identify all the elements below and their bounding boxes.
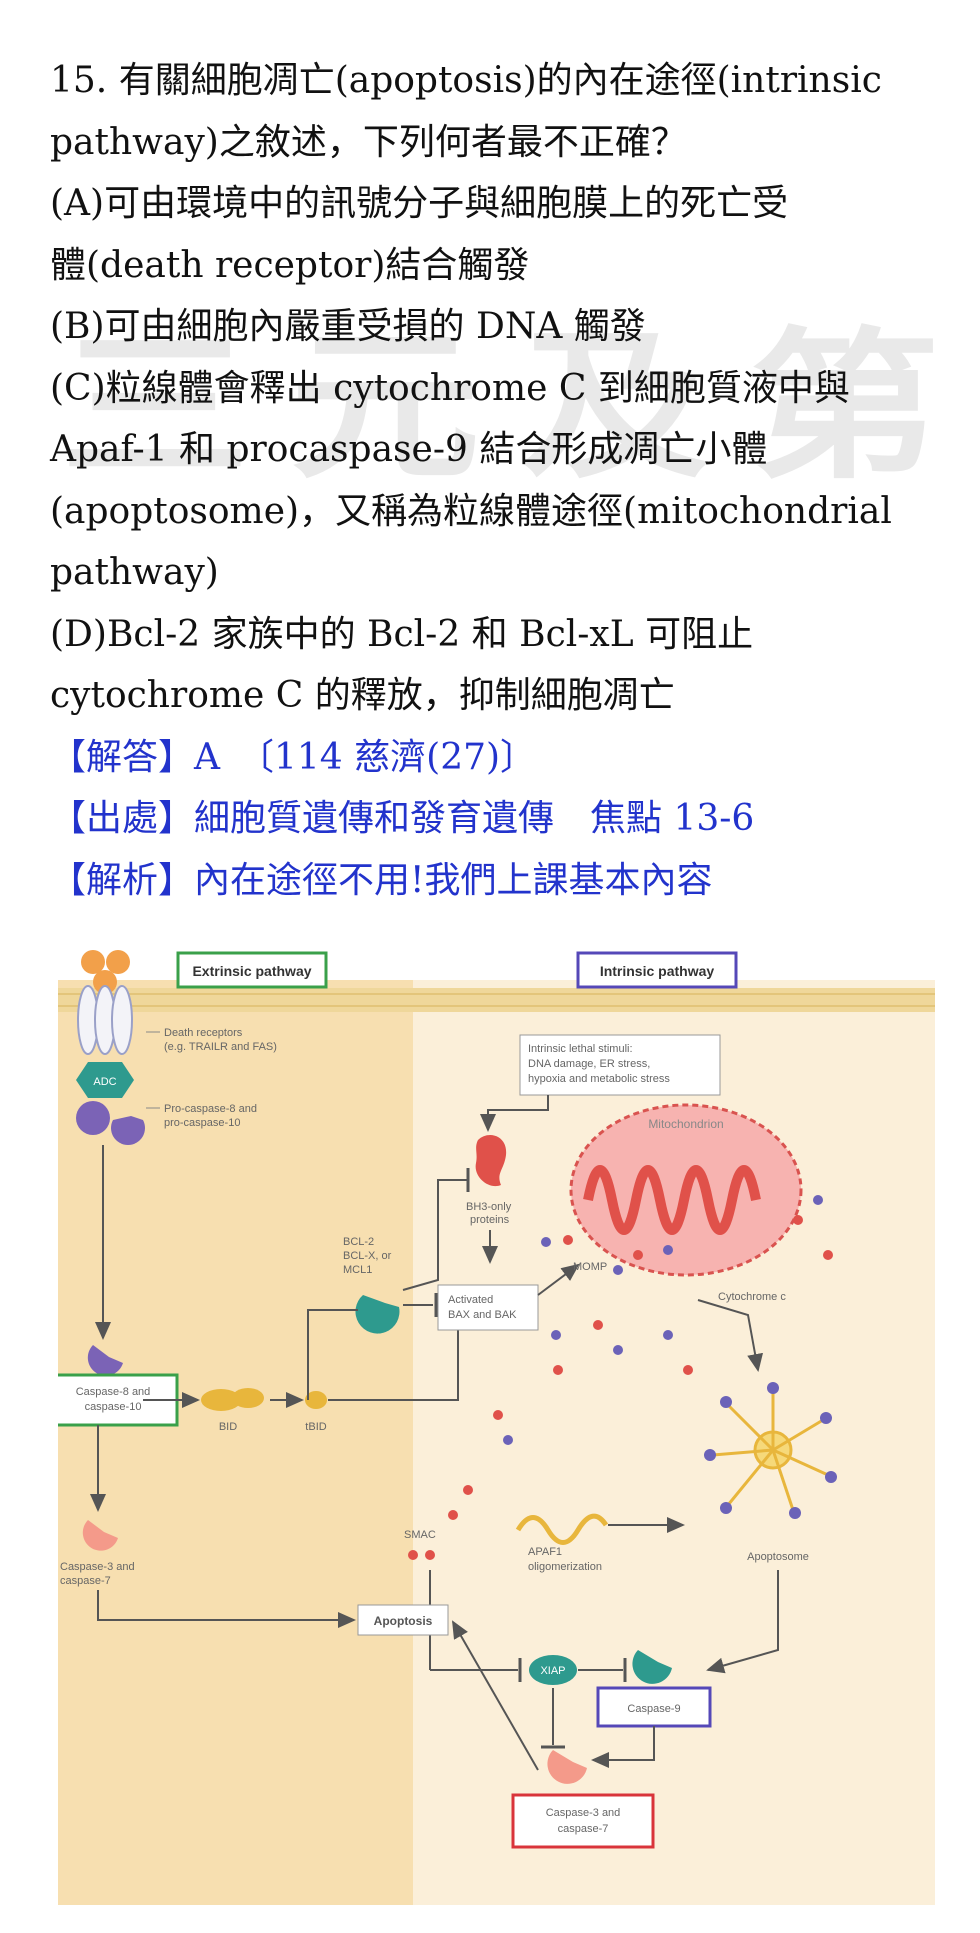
bcl2-label-3: MCL1 [343, 1264, 372, 1276]
tbid-label: tBID [305, 1421, 326, 1433]
bcl2-label-2: BCL-X, or [343, 1250, 392, 1262]
death-receptors-label-2: (e.g. TRAILR and FAS) [164, 1041, 277, 1053]
procaspase-label-1: Pro-caspase-8 and [164, 1103, 257, 1115]
procaspase-8-icon [76, 1101, 145, 1145]
apoptosome-icon [712, 1390, 829, 1511]
smac-dots [408, 1485, 473, 1560]
option-c-line-3: (apoptosome)，又稱為粒線體途徑(mitochondrial [50, 490, 892, 532]
option-a-line-2: 體(death receptor)結合觸發 [50, 244, 530, 286]
caspase-3-right-label-2: caspase-7 [558, 1823, 609, 1835]
answer-line: 【解答】A 〔114 慈濟(27)〕 [50, 736, 537, 778]
option-c-line-4: pathway) [50, 552, 219, 593]
cytochrome-c-label: Cytochrome c [718, 1291, 786, 1303]
death-receptor-icon [77, 985, 133, 1055]
xiap-icon [529, 1655, 577, 1685]
extrinsic-pathway-title: Extrinsic pathway [192, 963, 311, 979]
adc-label: ADC [93, 1076, 116, 1088]
apoptosis-pathway-figure: Extrinsic pathway Intrinsic pathway ADC … [48, 950, 935, 1905]
caspase-8-icon [87, 1345, 123, 1376]
caspase-9-icon [632, 1650, 672, 1684]
option-d-line-1: (D)Bcl-2 家族中的 Bcl-2 和 Bcl-xL 可阻止 [50, 613, 754, 655]
caspase-3-left-label-2: caspase-7 [60, 1575, 111, 1587]
stimuli-label-1: Intrinsic lethal stimuli: [528, 1043, 633, 1055]
death-ligand-icon [81, 950, 130, 994]
cytochrome-c-dots [493, 1195, 833, 1445]
smac-label: SMAC [404, 1529, 436, 1541]
caspase-3-left-label-1: Caspase-3 and [60, 1561, 135, 1573]
cell-membrane [58, 988, 935, 1012]
bax-bak-label-1: Activated [448, 1294, 493, 1306]
stimuli-label-3: hypoxia and metabolic stress [528, 1073, 670, 1085]
bh3-only-label-2: proteins [470, 1214, 510, 1226]
apaf1-icon [515, 1513, 609, 1545]
apaf1-label-1: APAF1 [528, 1546, 562, 1558]
xiap-label: XIAP [540, 1665, 565, 1677]
watermark-top: 三元及第 [60, 313, 980, 501]
intrinsic-pathway-title: Intrinsic pathway [600, 963, 715, 979]
caspase-9-label: Caspase-9 [627, 1703, 680, 1715]
question-line-1: 15. 有關細胞凋亡(apoptosis)的內在途徑(intrinsic [50, 60, 882, 101]
bid-label: BID [219, 1421, 237, 1433]
bcl2-label-1: BCL-2 [343, 1236, 374, 1248]
caspase-3-right-icon [547, 1750, 587, 1784]
bax-bak-label-2: BAX and BAK [448, 1309, 517, 1321]
bh3-only-icon [475, 1135, 507, 1187]
procaspase-label-2: pro-caspase-10 [164, 1117, 240, 1129]
option-a-line-1: (A)可由環境中的訊號分子與細胞膜上的死亡受 [50, 183, 789, 224]
apaf1-label-2: oligomerization [528, 1561, 602, 1573]
mitochondrion-label: Mitochondrion [648, 1117, 723, 1131]
question-block: 15. 有關細胞凋亡(apoptosis)的內在途徑(intrinsic pat… [50, 50, 940, 911]
bh3-only-label-1: BH3-only [466, 1201, 512, 1213]
apoptosome-label: Apoptosome [747, 1551, 809, 1563]
caspase-8-label-2: caspase-10 [85, 1401, 142, 1413]
option-c-line-1: (C)粒線體會釋出 cytochrome C 到細胞質液中與 [50, 367, 850, 409]
bcl2-icon [355, 1295, 400, 1334]
stimuli-label-2: DNA damage, ER stress, [528, 1058, 650, 1070]
option-b-line: (B)可由細胞內嚴重受損的 DNA 觸發 [50, 306, 646, 347]
option-d-line-2: cytochrome C 的釋放，抑制細胞凋亡 [50, 675, 675, 716]
source-line: 【出處】細胞質遺傳和發育遺傳 焦點 13-6 [50, 798, 755, 839]
momp-label: MOMP [573, 1261, 607, 1273]
tbid-icon [305, 1391, 327, 1409]
caspase-3-right-label-1: Caspase-3 and [546, 1807, 621, 1819]
bid-icon [201, 1388, 264, 1411]
death-receptors-label-1: Death receptors [164, 1027, 243, 1039]
question-line-2: pathway)之敘述，下列何者最不正確？ [50, 121, 687, 163]
option-c-line-2: Apaf-1 和 procaspase-9 結合形成凋亡小體 [50, 429, 768, 470]
caspase-8-label-1: Caspase-8 and [76, 1386, 151, 1398]
adc-hexagon-icon [76, 1062, 134, 1098]
apoptosis-label: Apoptosis [374, 1614, 433, 1628]
analysis-line: 【解析】內在途徑不用!我們上課基本內容 [50, 859, 713, 901]
caspase-3-left-icon [82, 1520, 118, 1551]
